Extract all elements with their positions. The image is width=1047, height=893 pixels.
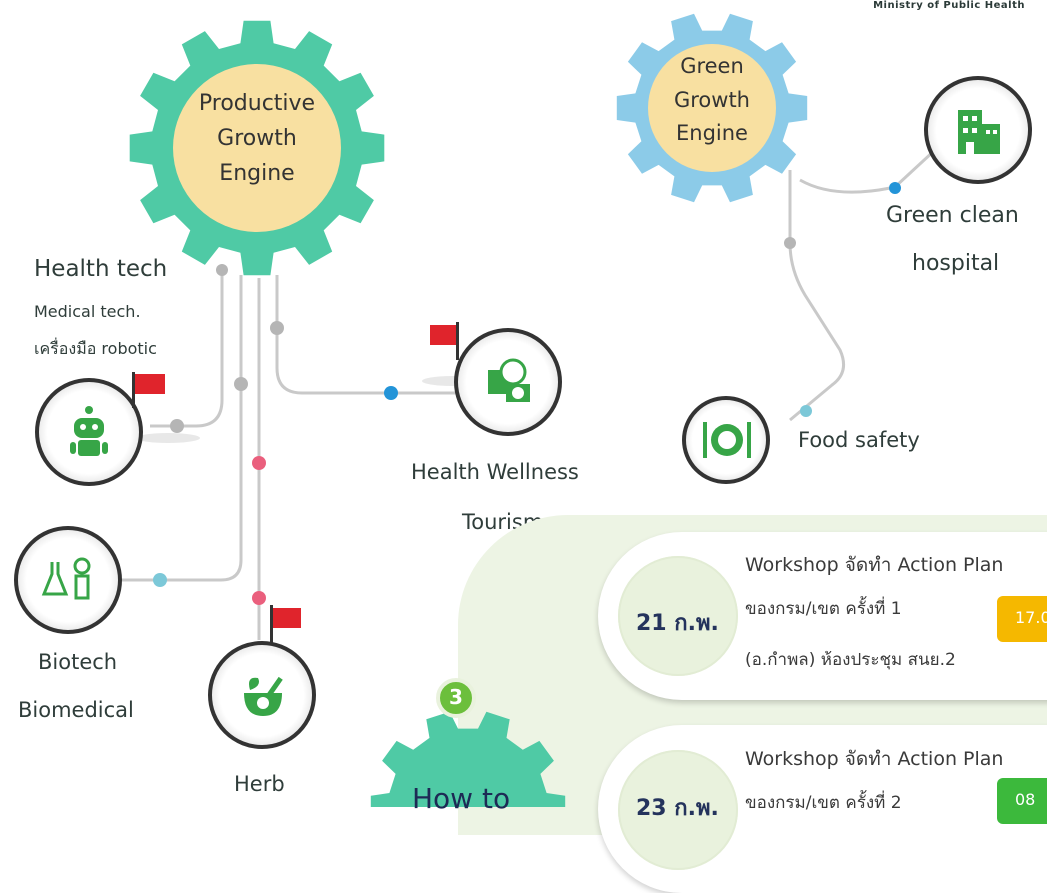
robot-icon [70, 406, 108, 456]
flag-markers [132, 322, 459, 643]
howto-gear-layer [370, 678, 566, 807]
dot [800, 405, 812, 417]
biotech-label-2: Biomedical [18, 698, 134, 722]
schedule-line: (อ.กำพล) ห้องประชุม สนย.2 [745, 650, 956, 670]
schedule-date: 21 ก.พ. [636, 611, 719, 636]
dot [889, 182, 901, 194]
globe-travel-icon [488, 358, 530, 402]
lab-flask-icon [41, 557, 91, 600]
step-badge [436, 678, 476, 718]
dot [252, 591, 266, 605]
gear-label-line: Engine [676, 121, 748, 146]
schedule-line: ของกรม/เขต ครั้งที่ 1 [745, 599, 902, 619]
step-badge-number: 3 [449, 685, 463, 709]
gear-label-line: Green [680, 54, 744, 78]
biotech-node [14, 526, 122, 634]
red-flag-icon [132, 372, 165, 408]
red-flag-icon [270, 605, 301, 643]
dot [234, 377, 248, 391]
dot [216, 264, 228, 276]
productive-gear-label: Productive Growth Engine [187, 86, 327, 192]
green-hospital-label-1: Green clean [886, 203, 1019, 228]
red-flag-icon [430, 322, 459, 360]
how-to-label: How to [412, 782, 511, 815]
health-tech-sub1: Medical tech. [34, 302, 141, 321]
schedule-line: Workshop จัดทำ Action Plan [745, 748, 1004, 770]
ministry-label: Ministry of Public Health [873, 0, 1025, 11]
gear-label-line: Productive [198, 91, 316, 116]
date-circle [618, 556, 738, 676]
herb-mortar-icon [244, 676, 283, 716]
herb-label: Herb [234, 772, 285, 796]
plate-cutlery-icon [703, 422, 751, 458]
green-hospital-label-2: hospital [912, 251, 1000, 276]
hospital-icon [958, 110, 1000, 154]
time-tag: 17.0 [997, 596, 1047, 642]
dot [270, 321, 284, 335]
dot [784, 237, 796, 249]
health-tech-sub2: เครื่องมือ robotic [34, 339, 157, 358]
dot [153, 573, 167, 587]
schedule-line: Workshop จัดทำ Action Plan [745, 554, 1004, 576]
dot [252, 456, 266, 470]
health-tech-title: Health tech [34, 256, 168, 282]
gear-label-line: Engine [219, 161, 295, 187]
node-circles [14, 76, 1032, 749]
connector-dots [153, 182, 901, 605]
dot [170, 419, 184, 433]
gear-label-line: Growth [673, 87, 750, 112]
green-growth-gear [616, 13, 808, 203]
food-safety-label: Food safety [798, 428, 920, 452]
diagram-canvas [14, 13, 1032, 749]
productive-growth-gear [129, 20, 385, 276]
how-to-gear [370, 711, 566, 807]
wellness-label-1: Health Wellness [411, 460, 579, 484]
green-gear-label: Green Growth Engine [662, 50, 762, 151]
dot [384, 386, 398, 400]
biotech-label-1: Biotech [38, 650, 118, 674]
gear-label-line: Growth [217, 126, 297, 152]
